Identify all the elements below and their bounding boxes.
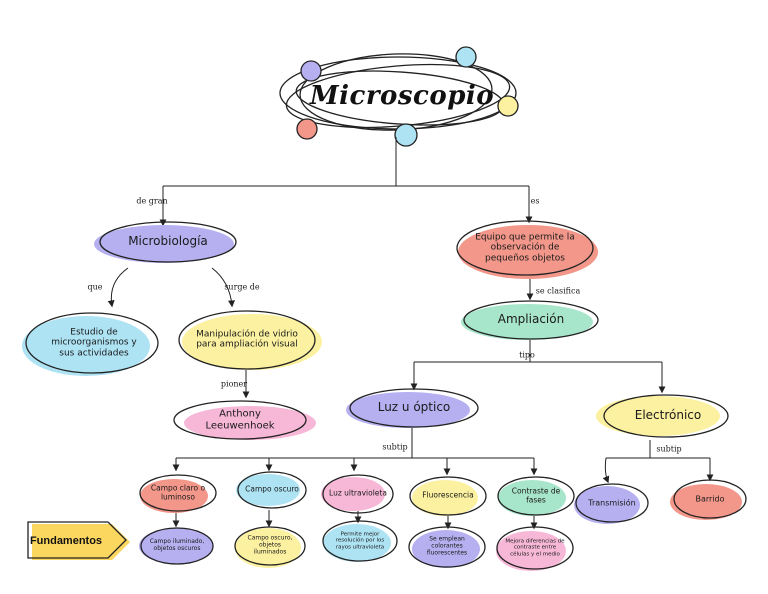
edge-que: que: [87, 282, 103, 292]
node-f-campo-claro: Campo iluminado, objetos oscuros: [149, 538, 205, 552]
planet-blue-top: [455, 46, 477, 68]
diagram-title: Microscopio: [309, 81, 495, 111]
node-anthony: Anthony Leeuwenhoek: [205, 408, 275, 432]
edge-pioner: pioner: [220, 379, 248, 389]
planet-blue-bottom: [394, 123, 418, 147]
node-luz-uv: Luz ultravioleta: [329, 488, 387, 498]
fundamentos-tag: [27, 521, 130, 560]
node-f-fluorescencia: Se emplean colorantes fluorescentes: [426, 535, 468, 557]
node-luz: Luz u óptico: [377, 400, 451, 415]
node-f-campo-oscuro: Campo oscuro, objetos iluminados: [247, 534, 293, 556]
node-barrido: Barrido: [695, 494, 725, 504]
node-transmision: Transmisión: [588, 498, 636, 508]
edge-subtip-right: subtip: [656, 444, 682, 454]
node-ampliacion: Ampliación: [497, 312, 565, 327]
node-estudio: Estudio de microorganismos y sus activid…: [51, 327, 137, 359]
edge-tipo: tipo: [519, 350, 535, 360]
edge-de-gran: de gran: [136, 196, 168, 206]
edge-se-clasifica: se clasifica: [535, 286, 581, 296]
title-planets: [296, 46, 519, 147]
node-f-luz-uv: Permite mejor resolución por los rayos u…: [335, 531, 385, 551]
edge-es: es: [530, 196, 540, 206]
node-manipulacion: Manipulación de vidrio para ampliación v…: [196, 329, 298, 350]
edge-surge-de: surge de: [224, 282, 260, 292]
node-fluorescencia: Fluorescencia: [422, 490, 474, 500]
node-shapes: [22, 220, 747, 571]
node-microbiologia: Microbiología: [128, 234, 208, 249]
fundamentos-label: Fundamentos: [29, 535, 103, 547]
planet-purple: [300, 60, 322, 82]
node-campo-claro: Campo claro o luminoso: [150, 483, 206, 501]
node-electronico: Electrónico: [634, 408, 702, 423]
node-equipo: Equipo que permite la observación de peq…: [475, 232, 575, 264]
node-campo-oscuro: Campo oscuro: [245, 484, 299, 494]
planet-yellow: [497, 95, 519, 117]
node-f-contraste: Mejora diferencias de contraste entre cé…: [505, 538, 565, 558]
connectors: [107, 137, 714, 530]
node-contraste: Contraste de fases: [511, 486, 561, 504]
planet-salmon: [296, 118, 318, 140]
edge-subtip-left: subtip: [382, 442, 408, 452]
